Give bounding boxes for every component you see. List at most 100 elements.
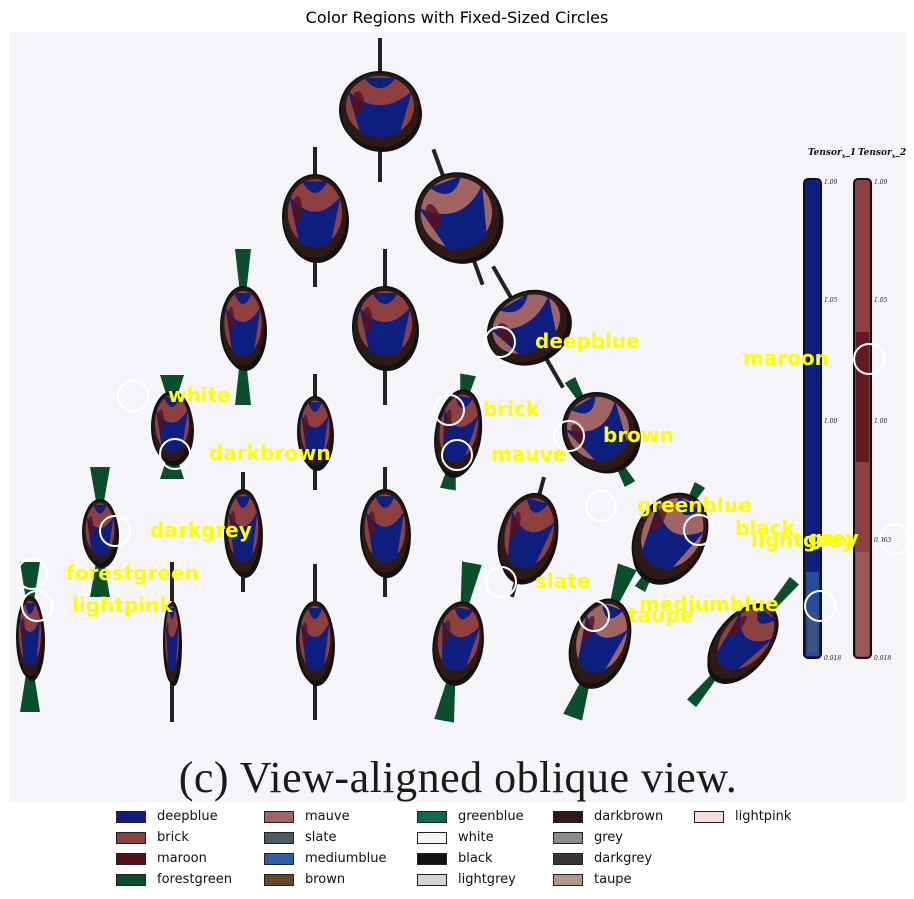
legend-label: greenblue <box>458 809 524 824</box>
legend-item-greenblue: greenblue <box>417 806 524 827</box>
legend-item-darkbrown: darkbrown <box>553 806 663 827</box>
legend-swatch <box>417 831 447 844</box>
marker-label-brown: brown <box>603 423 674 447</box>
marker-circle-white <box>117 380 149 412</box>
legend-swatch <box>417 873 447 886</box>
marker-label-grey: grey <box>808 526 859 550</box>
legend-swatch <box>553 831 583 844</box>
marker-circle-deepblue <box>484 326 516 358</box>
legend-swatch <box>264 873 294 886</box>
glyph <box>686 576 800 708</box>
glyph <box>561 377 641 487</box>
legend-item-lightpink: lightpink <box>694 806 791 827</box>
glyph-field <box>16 38 872 723</box>
glyph <box>224 472 263 592</box>
legend-label: mauve <box>305 809 350 824</box>
legend-item-deepblue: deepblue <box>116 806 218 827</box>
glyph <box>432 561 484 723</box>
marker-label-mediumblue: mediumblue <box>639 592 779 616</box>
legend-swatch <box>264 810 294 823</box>
colorbar-1-header: Tensorx_1 <box>808 148 857 160</box>
marker-circle-mauve <box>441 439 473 471</box>
legend-item-darkgrey: darkgrey <box>553 848 652 869</box>
glyph <box>282 147 349 287</box>
legend-label: forestgreen <box>157 872 233 887</box>
marker-label-forestgreen: forestgreen <box>66 561 199 585</box>
colorbar-2-header: Tensorx_2 <box>858 148 906 160</box>
legend-swatch <box>264 852 294 865</box>
legend-swatch <box>116 810 146 823</box>
marker-circle-black <box>683 514 715 546</box>
legend-item-mediumblue: mediumblue <box>264 848 387 869</box>
legend-label: slate <box>305 830 337 845</box>
marker-circle-lightpink <box>21 590 53 622</box>
colorbar-1-tick: 1.09 <box>824 179 838 186</box>
colorbar-1 <box>803 178 822 659</box>
legend-swatch <box>417 810 447 823</box>
marker-circle-mediumblue <box>804 590 836 622</box>
marker-label-black: black <box>735 516 795 540</box>
marker-label-white: white <box>168 383 231 407</box>
legend-swatch <box>694 810 724 823</box>
colorbar-2 <box>853 178 872 659</box>
legend-label: white <box>458 830 494 845</box>
legend-item-grey: grey <box>553 827 623 848</box>
legend-item-black: black <box>417 848 493 869</box>
legend-label: brick <box>157 830 189 845</box>
marker-label-mauve: mauve <box>491 442 567 466</box>
marker-circle-greenblue <box>585 490 617 522</box>
marker-circle-darkbrown <box>159 438 191 470</box>
glyph <box>339 38 422 182</box>
marker-label-lightpink: lightpink <box>72 593 173 617</box>
marker-circle-lightgrey <box>879 523 906 555</box>
legend-swatch <box>116 831 146 844</box>
colorbar-2-tick: 1.05 <box>874 297 888 304</box>
legend-label: black <box>458 851 493 866</box>
glyph <box>220 249 267 405</box>
legend-label: maroon <box>157 851 207 866</box>
legend-swatch <box>417 852 447 865</box>
legend-label: mediumblue <box>305 851 387 866</box>
legend-item-lightgrey: lightgrey <box>417 869 516 890</box>
marker-label-greenblue: greenblue <box>637 493 752 517</box>
legend-swatch <box>553 810 583 823</box>
glyph <box>296 564 335 720</box>
colorbar-2-tick: 1.00 <box>874 418 888 425</box>
marker-label-brick: brick <box>483 397 540 421</box>
legend-label: taupe <box>594 872 632 887</box>
legend-label: lightpink <box>735 809 792 824</box>
legend-swatch <box>553 873 583 886</box>
marker-circle-slate <box>485 566 517 598</box>
marker-circle-forestgreen <box>16 558 48 590</box>
glyph <box>297 374 334 490</box>
legend-label: darkbrown <box>594 809 664 824</box>
legend-item-brown: brown <box>264 869 345 890</box>
marker-circle-taupe <box>578 600 610 632</box>
glyph <box>414 148 504 286</box>
image-title: Color Regions with Fixed-Sized Circles <box>305 8 609 27</box>
legend-label: deepblue <box>157 809 218 824</box>
legend-label: darkgrey <box>594 851 653 866</box>
glyph <box>352 249 419 405</box>
colorbar-2-tick: 0.918 <box>874 655 892 662</box>
colorbar-1-tick: 1.00 <box>824 418 838 425</box>
marker-label-maroon: maroon <box>743 346 829 370</box>
legend-item-maroon: maroon <box>116 848 207 869</box>
legend-label: lightgrey <box>458 872 516 887</box>
glyph <box>163 562 182 722</box>
colorbar-2-tick: 1.09 <box>874 179 888 186</box>
marker-circle-brick <box>433 394 465 426</box>
legend-label: brown <box>305 872 346 887</box>
legend-swatch <box>116 873 146 886</box>
marker-label-slate: slate <box>535 569 591 593</box>
image-panel: Tensorx_1 Tensorx_2 1.09 1.05 1.00 0.918… <box>10 32 906 802</box>
marker-circle-darkgrey <box>99 515 131 547</box>
figure-caption: (c) View-aligned oblique view. <box>178 753 738 802</box>
legend-item-white: white <box>417 827 494 848</box>
marker-label-taupe: taupe <box>628 603 694 627</box>
marker-label-lightgrey: lightgrey <box>751 528 854 552</box>
glyph <box>434 373 483 491</box>
marker-label-darkbrown: darkbrown <box>209 441 331 465</box>
glyph <box>360 467 411 597</box>
legend-swatch <box>264 831 294 844</box>
